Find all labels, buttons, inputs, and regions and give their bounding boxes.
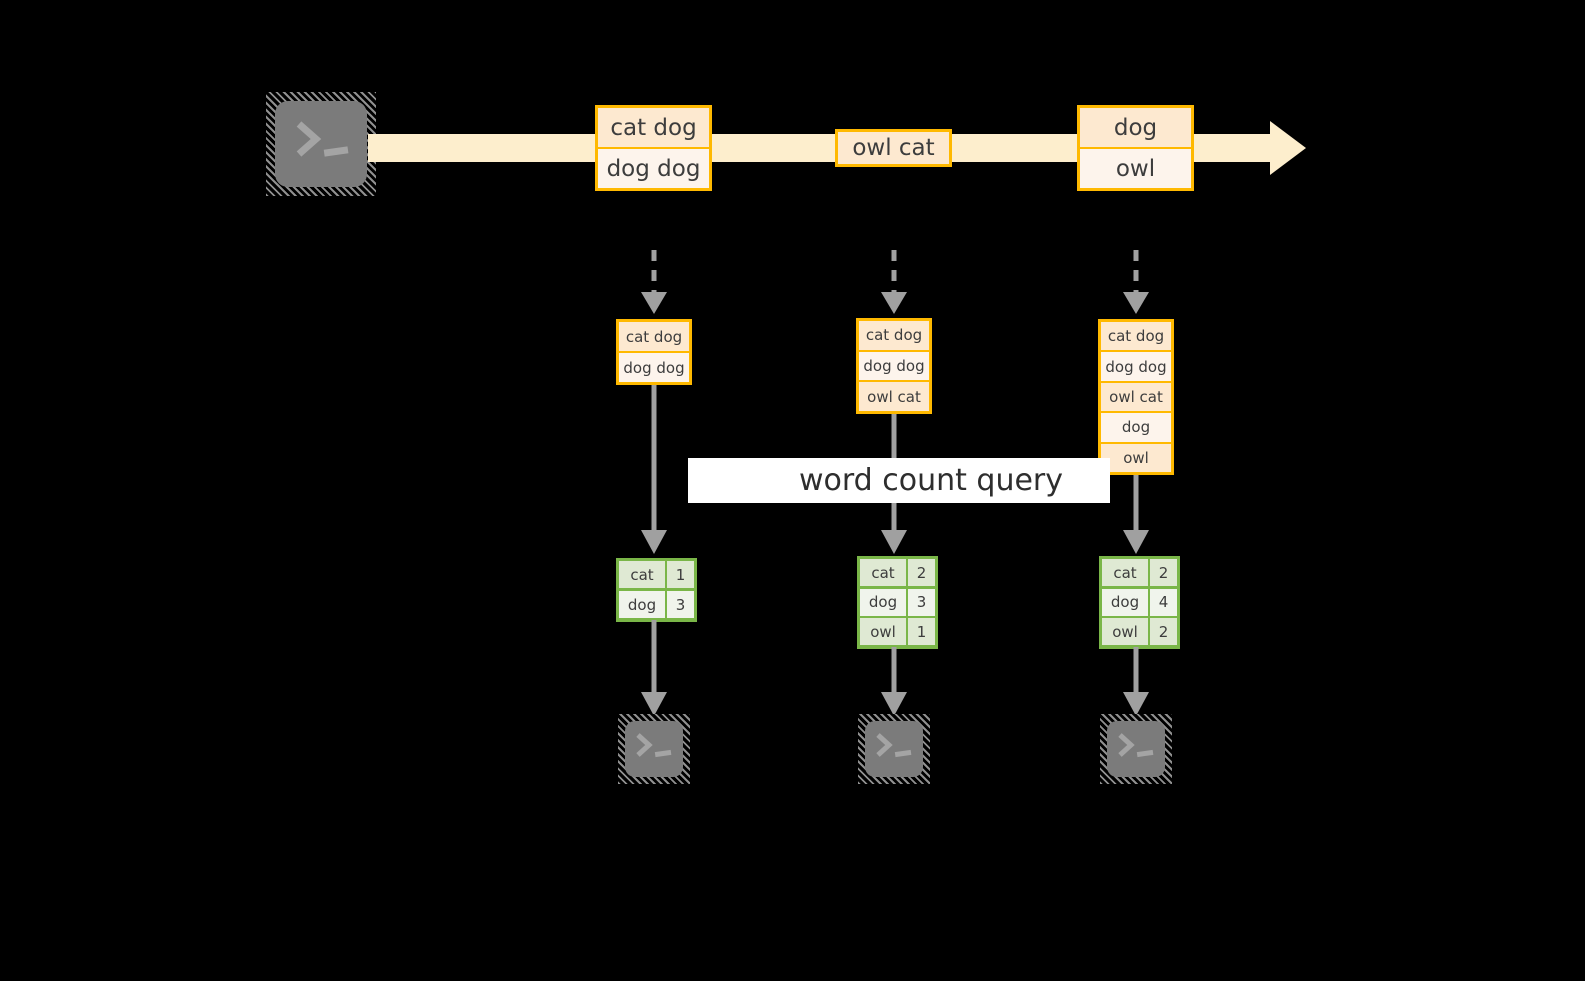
sink-terminal-icon-3[interactable] (1100, 714, 1172, 784)
sink-terminal-icon-2[interactable] (858, 714, 930, 784)
result-count: 4 (1150, 588, 1177, 616)
result-word: dog (1102, 588, 1148, 616)
table-row: owl 1 (860, 618, 935, 646)
terminal-body (865, 721, 923, 777)
result-word: owl (1102, 618, 1148, 646)
snapshot-box-2[interactable]: cat dog dog dog owl cat (856, 318, 932, 414)
result-table-2[interactable]: cat 2 dog 3 owl 1 (857, 556, 938, 649)
result-count: 2 (1150, 618, 1177, 646)
sink-connector-col-2-icon (881, 647, 907, 716)
snapshot-box-1[interactable]: cat dog dog dog (616, 319, 692, 385)
result-word: cat (619, 561, 665, 588)
result-word: cat (860, 559, 906, 586)
snapshot-line: dog (1101, 413, 1171, 442)
sink-connector-col-3-icon (1123, 647, 1149, 716)
terminal-body (275, 101, 367, 187)
snapshot-line: owl cat (859, 382, 929, 412)
source-terminal-icon[interactable] (266, 92, 376, 196)
result-count: 2 (1150, 559, 1177, 586)
terminal-body (1107, 721, 1165, 777)
stream-record-2[interactable]: owl cat (835, 129, 952, 167)
result-table-3[interactable]: cat 2 dog 4 owl 2 (1099, 556, 1180, 649)
snapshot-line: cat dog (1101, 322, 1171, 351)
result-count: 3 (667, 591, 694, 618)
sink-terminal-icon-1[interactable] (618, 714, 690, 784)
snapshot-line: dog dog (859, 351, 929, 381)
terminal-prompt-glyph (1118, 733, 1154, 758)
snapshot-box-3[interactable]: cat dog dog dog owl cat dog owl (1098, 319, 1174, 475)
dashed-connector-col-1-icon (641, 250, 667, 314)
stream-record-line: owl (1080, 149, 1191, 188)
table-row: cat 2 (1102, 559, 1177, 587)
sink-connector-col-1-icon (641, 620, 667, 716)
snapshot-line: dog dog (1101, 352, 1171, 381)
snapshot-line: owl (1101, 443, 1171, 473)
table-row: dog 3 (860, 588, 935, 617)
result-word: dog (860, 588, 906, 616)
result-count: 1 (908, 618, 935, 646)
dashed-connector-col-3-icon (1123, 250, 1149, 314)
table-row: dog 4 (1102, 588, 1177, 617)
query-label-band: word count query (688, 458, 1110, 503)
table-row: cat 2 (860, 559, 935, 587)
stream-record-3[interactable]: dog owl (1077, 105, 1194, 191)
stream-record-line: cat dog (598, 108, 709, 147)
snapshot-line: cat dog (619, 322, 689, 351)
solid-connector-col-1-icon (641, 382, 667, 554)
result-word: cat (1102, 559, 1148, 586)
stream-record-line: dog dog (598, 149, 709, 188)
result-word: dog (619, 591, 665, 618)
terminal-body (625, 721, 683, 777)
stream-record-line: owl cat (838, 132, 949, 164)
snapshot-line: cat dog (859, 321, 929, 350)
result-word: owl (860, 618, 906, 646)
terminal-prompt-glyph (636, 733, 672, 758)
snapshot-line: owl cat (1101, 382, 1171, 412)
table-row: dog 3 (619, 591, 694, 619)
terminal-prompt-glyph (876, 733, 912, 758)
dashed-connector-col-2-icon (881, 250, 907, 314)
result-table-1[interactable]: cat 1 dog 3 (616, 558, 697, 622)
solid-connector-col-3-icon (1123, 475, 1149, 554)
stream-record-1[interactable]: cat dog dog dog (595, 105, 712, 191)
stream-record-line: dog (1080, 108, 1191, 147)
stream-arrowhead-icon (1270, 121, 1306, 175)
terminal-prompt-glyph (296, 121, 349, 157)
query-label: word count query (798, 463, 1064, 498)
result-count: 3 (908, 588, 935, 616)
result-count: 1 (667, 561, 694, 588)
result-count: 2 (908, 559, 935, 586)
snapshot-line: dog dog (619, 353, 689, 382)
table-row: cat 1 (619, 561, 694, 589)
table-row: owl 2 (1102, 618, 1177, 646)
